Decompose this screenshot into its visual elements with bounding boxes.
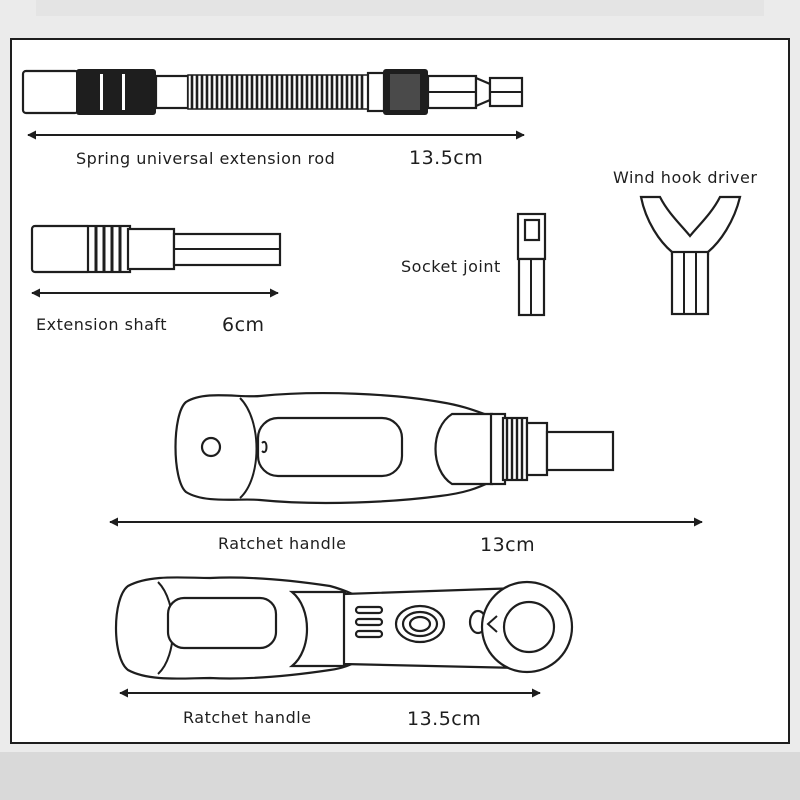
wind-hook-driver-drawing [639, 195, 742, 316]
wind-hook-driver-label: Wind hook driver [613, 168, 757, 187]
extension-shaft-length: 6cm [222, 314, 265, 336]
top-banner-strip [36, 0, 764, 16]
extension-shaft-drawing [30, 224, 282, 274]
ratchet-wrench-handle-drawing [114, 576, 574, 680]
ratchet-screwdriver-handle-drawing [174, 392, 615, 505]
ratchet-handle-1-label: Ratchet handle [218, 534, 347, 553]
socket-joint-label: Socket joint [401, 257, 501, 276]
socket-joint-drawing [516, 212, 547, 317]
ratchet-handle-2-length: 13.5cm [407, 708, 481, 730]
ratchet-handle-1-length: 13cm [480, 534, 535, 556]
bottom-banner-strip [0, 752, 800, 800]
spring-extension-rod-drawing [21, 69, 524, 115]
spring-coils [190, 75, 364, 109]
spring-rod-label: Spring universal extension rod [76, 149, 335, 168]
ratchet-handle-2-label: Ratchet handle [183, 708, 312, 727]
spring-rod-length: 13.5cm [409, 147, 483, 169]
extension-shaft-label: Extension shaft [36, 315, 167, 334]
